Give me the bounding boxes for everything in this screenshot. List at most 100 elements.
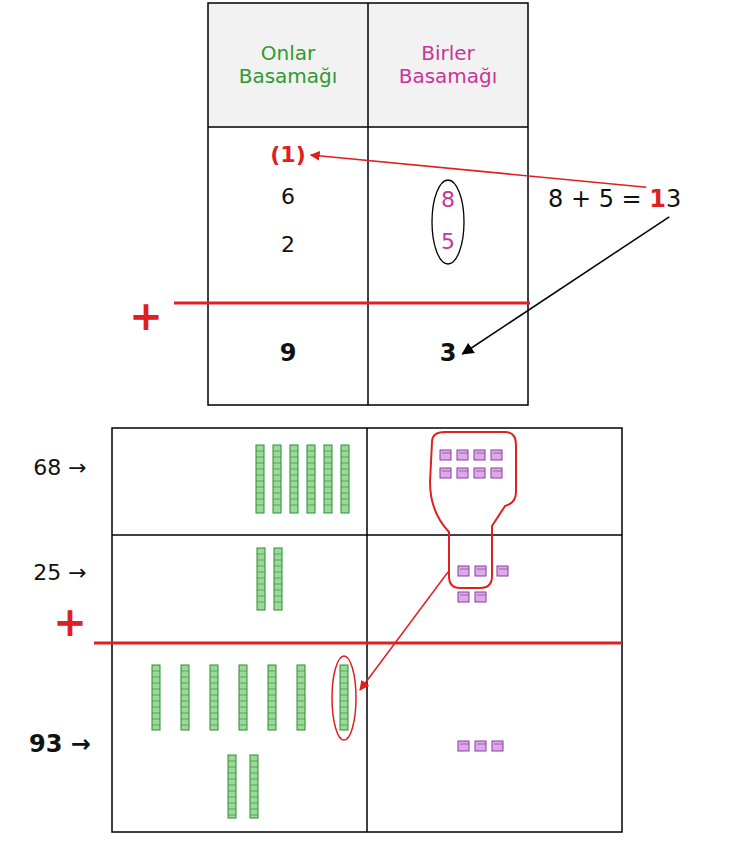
rod-segment [228, 797, 236, 798]
rod-segment [274, 554, 282, 555]
rod-segment [274, 560, 282, 561]
rod-segment [290, 475, 298, 476]
cube-edge [477, 744, 486, 745]
rod-segment [340, 695, 348, 696]
rod-segment [290, 451, 298, 452]
unit-cube [475, 566, 486, 576]
ten-rod [324, 445, 332, 513]
rod-segment [274, 566, 282, 567]
rod-segment [268, 671, 276, 672]
rod-segment [307, 505, 315, 506]
cube-edge [460, 595, 469, 596]
rod-segment [273, 475, 281, 476]
rod-segment [152, 671, 160, 672]
rod-segment [257, 554, 265, 555]
rod-segment [290, 481, 298, 482]
column-header: Birler Basamağı [393, 42, 503, 88]
rod-segment [274, 572, 282, 573]
rod-segment [181, 671, 189, 672]
cube-edge [459, 471, 468, 472]
unit-cube [474, 468, 485, 478]
rod-segment [290, 469, 298, 470]
rod-segment [307, 475, 315, 476]
rod-segment [340, 677, 348, 678]
rod-segment [239, 695, 247, 696]
cube-edge [493, 453, 502, 454]
unit-cube [440, 450, 451, 460]
rod-segment [152, 683, 160, 684]
rod-segment [273, 505, 281, 506]
cube-edge [499, 569, 508, 570]
ten-rod [152, 665, 160, 730]
carry-highlight: 1 [649, 185, 666, 213]
unit-cube [457, 468, 468, 478]
unit-cube [475, 592, 486, 602]
rod-segment [152, 689, 160, 690]
rod-segment [341, 481, 349, 482]
rod-segment [324, 469, 332, 470]
rod-segment [340, 719, 348, 720]
number-label: 25 → [33, 560, 86, 585]
rod-segment [239, 701, 247, 702]
ten-rod [257, 548, 265, 610]
rod-segment [256, 463, 264, 464]
rod-segment [256, 499, 264, 500]
rod-segment [290, 499, 298, 500]
rod-segment [274, 584, 282, 585]
unit-cube [497, 566, 508, 576]
unit-cube [491, 450, 502, 460]
unit-cube [458, 741, 469, 751]
rod-segment [210, 677, 218, 678]
rod-segment [239, 713, 247, 714]
rod-segment [307, 499, 315, 500]
rod-segment [324, 505, 332, 506]
rod-segment [250, 815, 258, 816]
rod-segment [239, 689, 247, 690]
rod-segment [340, 671, 348, 672]
ten-rod [181, 665, 189, 730]
result-digit: 9 [280, 340, 297, 368]
rod-segment [239, 671, 247, 672]
rod-segment [340, 713, 348, 714]
cube-edge [477, 569, 486, 570]
sum-line [174, 302, 530, 305]
rod-segment [152, 701, 160, 702]
rod-segment [290, 463, 298, 464]
unit-cube [491, 468, 502, 478]
rod-segment [268, 725, 276, 726]
rod-segment [228, 785, 236, 786]
row-divider [112, 534, 622, 536]
rod-segment [250, 767, 258, 768]
rod-segment [256, 493, 264, 494]
rod-segment [273, 499, 281, 500]
unit-cube [440, 468, 451, 478]
rod-segment [341, 487, 349, 488]
rod-segment [228, 791, 236, 792]
rod-segment [268, 695, 276, 696]
rod-segment [324, 493, 332, 494]
rod-segment [210, 701, 218, 702]
rod-segment [228, 761, 236, 762]
rod-segment [256, 505, 264, 506]
rod-segment [290, 493, 298, 494]
rod-segment [210, 725, 218, 726]
rod-segment [307, 451, 315, 452]
ones-digit: 5 [441, 229, 455, 254]
rod-segment [228, 779, 236, 780]
rod-segment [250, 785, 258, 786]
rod-segment [268, 689, 276, 690]
ten-rod [341, 445, 349, 513]
rod-segment [250, 803, 258, 804]
rod-segment [290, 505, 298, 506]
rod-segment [268, 719, 276, 720]
ten-rod [340, 665, 348, 730]
rod-segment [297, 677, 305, 678]
rod-segment [273, 493, 281, 494]
rod-segment [324, 481, 332, 482]
rod-segment [228, 803, 236, 804]
rod-segment [257, 566, 265, 567]
rod-segment [268, 707, 276, 708]
rod-segment [273, 463, 281, 464]
rod-segment [268, 683, 276, 684]
rod-segment [307, 463, 315, 464]
